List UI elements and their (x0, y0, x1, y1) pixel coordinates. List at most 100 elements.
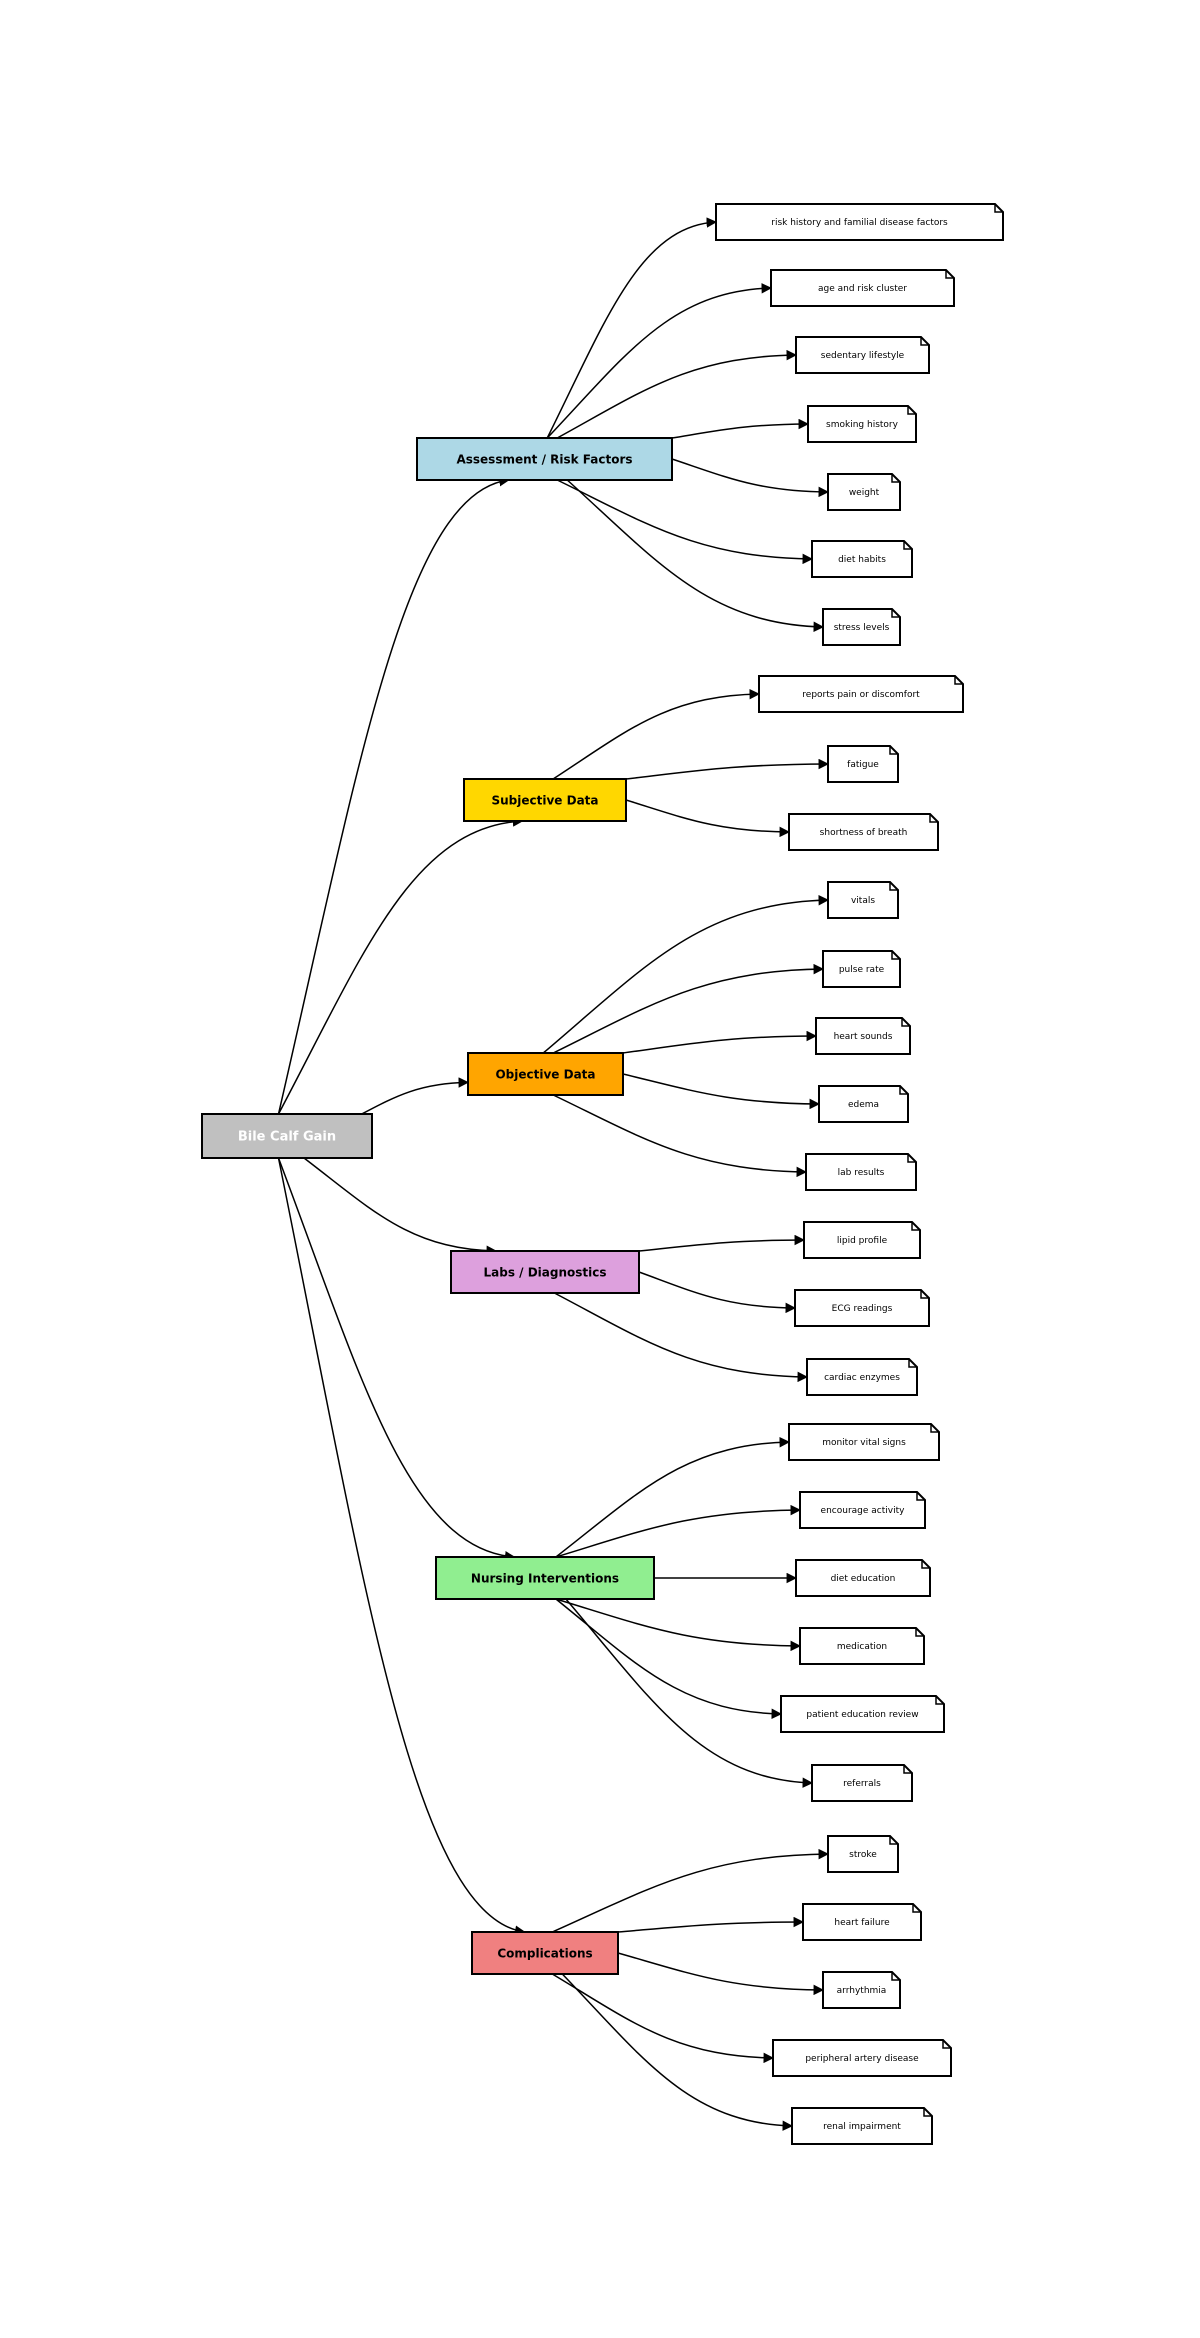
leaf-shortness-of-breath: shortness of breath (788, 813, 939, 851)
leaf-vitals-shape (827, 881, 899, 919)
leaf-fatigue-fold (889, 746, 898, 755)
leaf-weight-shape (827, 473, 901, 511)
leaf-encourage-activity: encourage activity (799, 1491, 926, 1529)
edge-root-nursing (277, 1157, 516, 1562)
leaf-ecg-readings-label: ECG readings (832, 1304, 893, 1314)
leaf-patient-education-review-label: patient education review (806, 1710, 918, 1720)
root-node-shape (201, 1113, 373, 1159)
leaf-patient-education-review-shape (780, 1695, 945, 1733)
leaf-reports-pain-or-discomfort: reports pain or discomfort (758, 675, 964, 713)
leaf-diet-habits-shape (811, 540, 913, 578)
leaf-peripheral-artery-disease-label: peripheral artery disease (805, 2054, 919, 2064)
edge-assessment-age-and-risk-cluster (546, 283, 773, 439)
category-complications-shape (471, 1931, 619, 1975)
nodes-layer: Bile Calf Gain Assessment / Risk Factors r… (201, 203, 1004, 2145)
leaf-stroke: stroke (827, 1835, 899, 1873)
leaf-renal-impairment-label: renal impairment (823, 2122, 901, 2132)
leaf-referrals-label: referrals (843, 1779, 881, 1789)
edge-objective-lab-results (552, 1094, 808, 1178)
leaf-vitals-label: vitals (851, 896, 875, 906)
edge-labs-cardiac-enzymes (554, 1292, 809, 1383)
leaf-pulse-rate-shape (822, 950, 901, 988)
leaf-weight-fold (891, 474, 900, 483)
root-node: Bile Calf Gain (201, 1113, 373, 1159)
edge-assessment-weight (671, 458, 830, 498)
edge-assessment-risk-history-and-familial-disease-factors (546, 217, 718, 439)
leaf-heart-sounds-shape (815, 1017, 911, 1055)
edge-assessment-sedentary-lifestyle (556, 349, 798, 439)
leaf-peripheral-artery-disease-fold (942, 2040, 951, 2049)
leaf-monitor-vital-signs: monitor vital signs (788, 1423, 940, 1461)
category-assessment: Assessment / Risk Factors (416, 437, 673, 481)
category-nursing-label: Nursing Interventions (471, 1571, 619, 1585)
edge-root-assessment (277, 475, 510, 1115)
category-complications-label: Complications (497, 1946, 592, 1960)
leaf-fatigue-shape (827, 745, 899, 783)
leaf-age-and-risk-cluster-fold (945, 270, 954, 279)
leaf-sedentary-lifestyle: sedentary lifestyle (795, 336, 930, 374)
leaf-peripheral-artery-disease-shape (772, 2039, 952, 2077)
leaf-arrhythmia: arrhythmia (822, 1971, 901, 2009)
edge-nursing-medication (555, 1598, 802, 1652)
leaf-stroke-fold (889, 1836, 898, 1845)
leaf-diet-habits-label: diet habits (838, 555, 886, 565)
leaf-fatigue: fatigue (827, 745, 899, 783)
leaf-age-and-risk-cluster: age and risk cluster (770, 269, 955, 307)
leaf-ecg-readings: ECG readings (794, 1289, 930, 1327)
edge-complications-peripheral-artery-disease (551, 1973, 775, 2064)
leaf-renal-impairment-shape (791, 2107, 933, 2145)
leaf-medication-fold (915, 1628, 924, 1637)
leaf-lipid-profile-label: lipid profile (837, 1236, 888, 1246)
leaf-renal-impairment: renal impairment (791, 2107, 933, 2145)
leaf-encourage-activity-fold (916, 1492, 925, 1501)
leaf-smoking-history-label: smoking history (826, 420, 899, 430)
leaf-cardiac-enzymes-fold (908, 1359, 917, 1368)
leaf-arrhythmia-label: arrhythmia (837, 1986, 887, 1996)
leaf-peripheral-artery-disease: peripheral artery disease (772, 2039, 952, 2077)
edge-assessment-stress-levels (566, 479, 825, 633)
leaf-heart-failure-fold (912, 1904, 921, 1913)
leaf-stress-levels-label: stress levels (834, 623, 890, 633)
leaf-reports-pain-or-discomfort-shape (758, 675, 964, 713)
leaf-patient-education-review: patient education review (780, 1695, 945, 1733)
leaf-pulse-rate-label: pulse rate (839, 965, 885, 975)
leaf-encourage-activity-label: encourage activity (821, 1506, 906, 1516)
leaf-pulse-rate: pulse rate (822, 950, 901, 988)
leaf-lab-results-label: lab results (838, 1168, 885, 1178)
leaf-lab-results-shape (805, 1153, 917, 1191)
category-assessment-label: Assessment / Risk Factors (456, 452, 632, 466)
edge-complications-arrhythmia (617, 1952, 825, 1996)
edge-root-complications (277, 1157, 526, 1936)
leaf-reports-pain-or-discomfort-label: reports pain or discomfort (802, 690, 920, 700)
leaf-risk-history-and-familial-disease-factors: risk history and familial disease factor… (715, 203, 1004, 241)
leaf-referrals-fold (903, 1765, 912, 1774)
leaf-weight: weight (827, 473, 901, 511)
category-labs-label: Labs / Diagnostics (483, 1265, 606, 1279)
leaf-sedentary-lifestyle-label: sedentary lifestyle (821, 351, 905, 361)
leaf-monitor-vital-signs-shape (788, 1423, 940, 1461)
leaf-lipid-profile-fold (911, 1222, 920, 1231)
leaf-weight-label: weight (849, 488, 880, 498)
leaf-diet-education: diet education (795, 1559, 931, 1597)
edge-subjective-reports-pain-or-discomfort (552, 688, 761, 780)
leaf-medication-shape (799, 1627, 925, 1665)
category-objective: Objective Data (467, 1052, 624, 1096)
edge-objective-heart-sounds (622, 1030, 818, 1054)
edge-complications-stroke (551, 1848, 830, 1933)
leaf-heart-failure: heart failure (802, 1903, 922, 1941)
leaf-smoking-history: smoking history (807, 405, 917, 443)
edge-complications-heart-failure (617, 1916, 805, 1933)
leaf-shortness-of-breath-label: shortness of breath (820, 828, 908, 838)
category-subjective-shape (463, 778, 627, 822)
leaf-vitals: vitals (827, 881, 899, 919)
leaf-arrhythmia-shape (822, 1971, 901, 2009)
leaf-lab-results: lab results (805, 1153, 917, 1191)
leaf-heart-sounds-label: heart sounds (834, 1032, 893, 1042)
leaf-cardiac-enzymes: cardiac enzymes (806, 1358, 918, 1396)
leaf-age-and-risk-cluster-label: age and risk cluster (818, 284, 907, 294)
leaf-monitor-vital-signs-label: monitor vital signs (822, 1438, 906, 1448)
leaf-medication: medication (799, 1627, 925, 1665)
leaf-renal-impairment-fold (923, 2108, 932, 2117)
edge-objective-vitals (542, 894, 830, 1054)
edge-labs-ecg-readings (638, 1271, 797, 1314)
